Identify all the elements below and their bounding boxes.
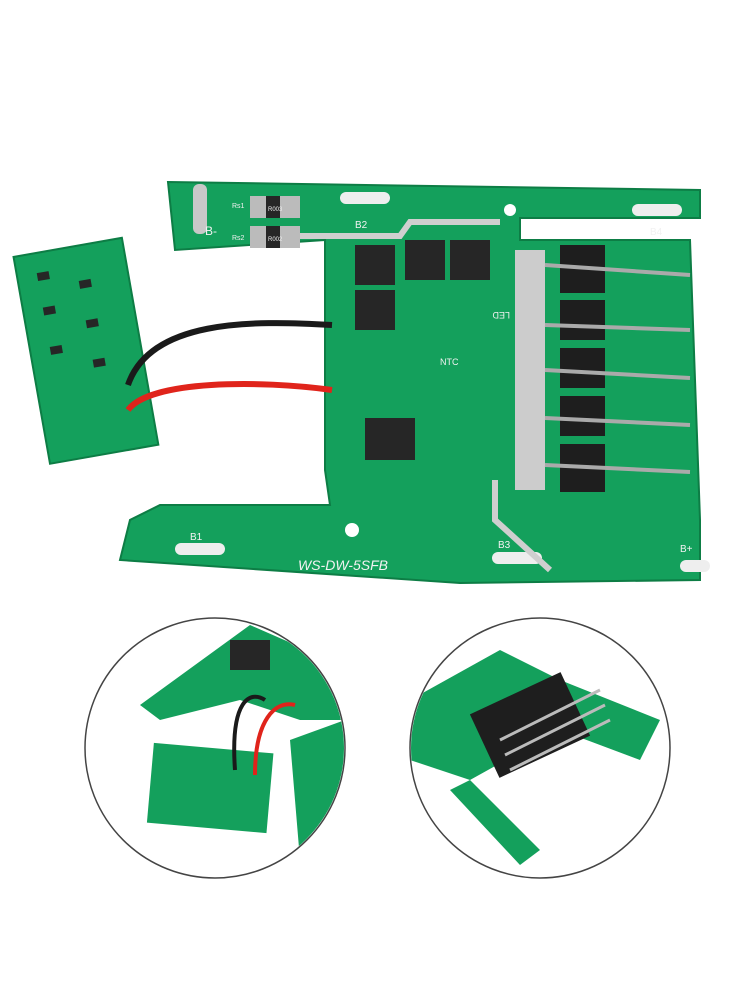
b-minus-strap	[193, 184, 207, 234]
mosfet-chip	[355, 290, 395, 330]
controller-ic	[365, 418, 415, 460]
detail-view-left	[84, 617, 346, 879]
label-led: LED	[492, 310, 510, 320]
pad-hole	[340, 192, 390, 204]
label-b2: B2	[355, 220, 368, 231]
pad-hole	[175, 543, 225, 555]
label-rs2: Rs2	[232, 235, 245, 242]
label-b1: B1	[190, 532, 203, 543]
pad-hole	[632, 204, 682, 216]
mount-hole	[504, 204, 516, 216]
mount-hole	[345, 523, 359, 537]
label-b4: B4	[650, 227, 663, 238]
resistor-r003: R003	[268, 207, 283, 213]
label-b-minus: B-	[205, 224, 217, 238]
resistor-r002: R002	[268, 237, 283, 243]
label-rs1: Rs1	[232, 203, 245, 210]
label-b3: B3	[498, 540, 511, 551]
terminal-connector	[515, 245, 691, 492]
red-wire	[125, 381, 333, 413]
label-b-plus: B+	[680, 544, 693, 555]
balance-pcb	[12, 236, 160, 465]
mosfet-chip	[450, 240, 490, 280]
board-model: WS-DW-5SFB	[298, 557, 388, 573]
black-wire	[125, 320, 333, 387]
main-pcb	[118, 180, 701, 585]
pad-hole	[680, 560, 710, 572]
detail-view-right	[409, 617, 671, 879]
mosfet-chip	[405, 240, 445, 280]
label-ntc: NTC	[440, 357, 459, 367]
mosfet-chip	[355, 245, 395, 285]
